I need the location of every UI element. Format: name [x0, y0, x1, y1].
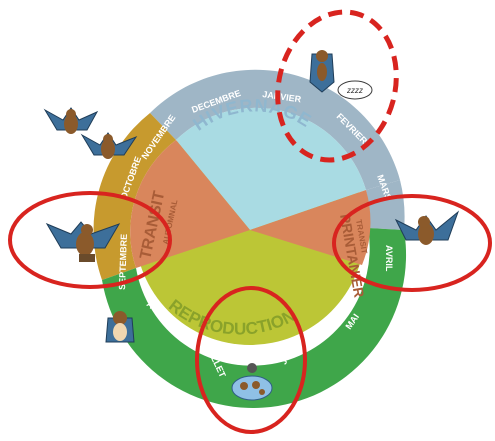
sleep-bubble-text: zzzz: [346, 86, 363, 95]
sleep-bubble: zzzz: [338, 81, 372, 99]
bat-flying-pair-illustration: [45, 108, 136, 159]
month-label: AVRIL: [384, 245, 394, 272]
